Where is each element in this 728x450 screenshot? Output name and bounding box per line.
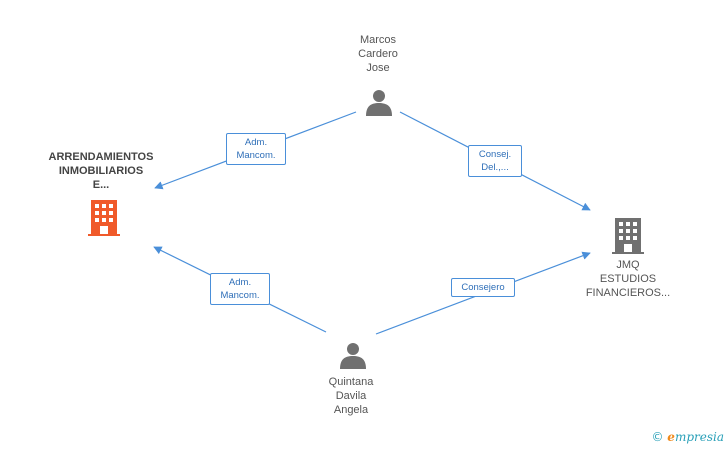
node-arrendamientos-label: ARRENDAMIENTOS INMOBILIARIOS E...	[48, 151, 154, 191]
edge-label-marcos-arrendamientos[interactable]: Adm. Mancom.	[226, 133, 286, 165]
person-icon[interactable]	[339, 341, 367, 369]
copyright-symbol: ©	[651, 430, 664, 444]
edge-label-marcos-jmq[interactable]: Consej. Del.,...	[468, 145, 522, 177]
edge-label-quintana-arrendamientos[interactable]: Adm. Mancom.	[210, 273, 270, 305]
node-jmq-label: JMQ ESTUDIOS FINANCIEROS...	[585, 259, 671, 299]
person-icon[interactable]	[365, 88, 393, 116]
node-marcos-label: Marcos Cardero Jose	[358, 34, 398, 74]
building-icon[interactable]	[88, 200, 120, 236]
node-quintana-label: Quintana Davila Angela	[328, 376, 374, 416]
brand-footer: © empresia	[651, 430, 724, 444]
brand-logo-initial: e	[667, 430, 675, 444]
building-icon[interactable]	[612, 218, 644, 254]
brand-logo-text: mpresia	[674, 430, 724, 444]
edge-label-quintana-jmq[interactable]: Consejero	[451, 278, 515, 297]
